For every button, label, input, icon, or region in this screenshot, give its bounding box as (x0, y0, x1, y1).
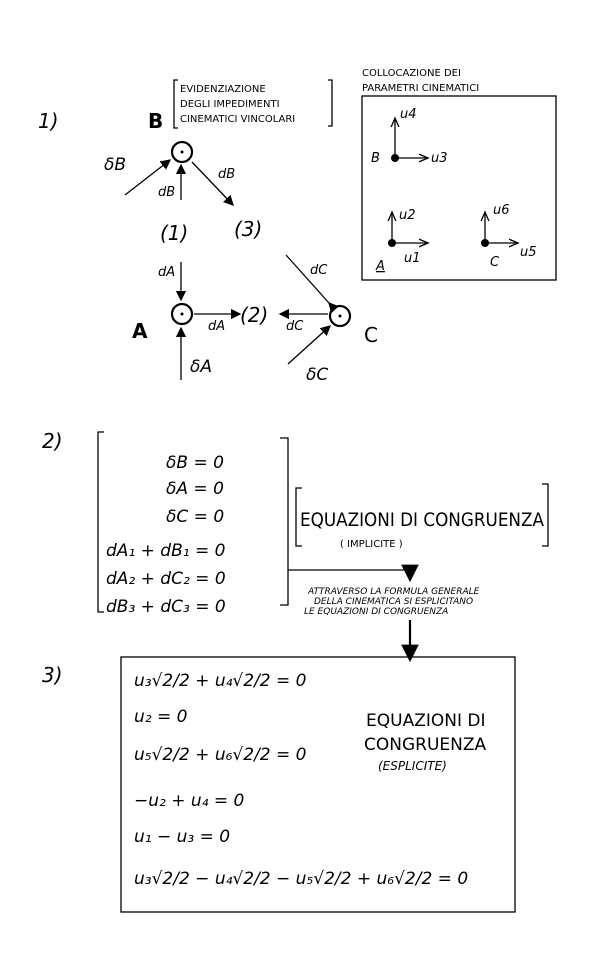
explicit-equation: −u₂ + u₄ = 0 (134, 791, 244, 811)
u5-label: u5 (520, 245, 537, 260)
implicit-equation: δA = 0 (166, 479, 224, 499)
explicit-equation: u₅√2/2 + u₆√2/2 = 0 (134, 745, 306, 765)
note-line: CINEMATICI VINCOLARI (180, 114, 295, 125)
implicit-equation: dB₃ + dC₃ = 0 (106, 597, 226, 617)
member-1-label: (1) (160, 221, 188, 245)
node-label-b: B (148, 109, 163, 133)
equation-brackets (97, 431, 289, 613)
param-a-label: A (375, 259, 385, 274)
explicit-equation: u₁ − u₃ = 0 (134, 827, 230, 847)
dc2-label: dC (286, 319, 304, 334)
note-line: LE EQUAZIONI DI CONGRUENZA (304, 607, 448, 617)
note-line: ATTRAVERSO LA FORMULA GENERALE (307, 587, 480, 597)
node-c (328, 304, 352, 328)
node-b (170, 140, 194, 164)
implicit-equation: δC = 0 (166, 507, 224, 527)
section-1-number: 1) (38, 109, 59, 133)
implicit-equation: dA₁ + dB₁ = 0 (106, 541, 225, 561)
u4-label: u4 (400, 107, 417, 122)
u2-label: u2 (399, 208, 416, 223)
explicit-equation: u₃√2/2 − u₄√2/2 − u₅√2/2 + u₆√2/2 = 0 (134, 869, 468, 889)
delta-b-arrow (124, 159, 172, 196)
u1-label: u1 (404, 251, 421, 266)
note-line: DEGLI IMPEDIMENTI (180, 99, 280, 110)
delta-c-label: δC (306, 365, 328, 385)
explicit-equation: u₃√2/2 + u₄√2/2 = 0 (134, 671, 306, 691)
dc3-arrow (285, 254, 339, 314)
db1-label: dB (158, 185, 175, 200)
db3-label: dB (218, 167, 235, 182)
panel-title-line: COLLOCAZIONE DEI (362, 68, 461, 79)
constraint-note: EVIDENZIAZIONE DEGLI IMPEDIMENTI CINEMAT… (173, 79, 333, 129)
kinematic-parameters-panel: COLLOCAZIONE DEI PARAMETRI CINEMATICI u4… (361, 68, 557, 281)
section-3-number: 3) (42, 663, 63, 687)
explicit-equation: u₂ = 0 (134, 707, 187, 727)
member-3-label: (3) (234, 217, 262, 241)
member-2-label: (2) (240, 303, 268, 327)
delta-b-label: δB (104, 155, 126, 175)
u3-label: u3 (431, 151, 448, 166)
node-label-c: C (364, 323, 378, 347)
implicit-subtitle: ( IMPLICITE ) (340, 539, 403, 550)
implicit-title: EQUAZIONI DI CONGRUENZA (300, 509, 544, 531)
param-b-label: B (371, 151, 380, 166)
delta-a-label: δA (190, 357, 212, 377)
u6-label: u6 (493, 203, 510, 218)
explicit-subtitle: (ESPLICITE) (378, 759, 447, 773)
panel-title-line: PARAMETRI CINEMATICI (362, 83, 479, 94)
param-c-label: C (490, 255, 500, 270)
note-line: DELLA CINEMATICA SI ESPLICITANO (314, 597, 473, 607)
dc3-label: dC (310, 263, 328, 278)
implicit-equation: dA₂ + dC₂ = 0 (106, 569, 226, 589)
implicit-equation: δB = 0 (166, 453, 224, 473)
node-a (170, 302, 194, 326)
node-label-a: A (132, 319, 148, 343)
explicit-equations-box (120, 656, 516, 913)
da2-label: dA (208, 319, 225, 334)
db3-arrow (191, 161, 234, 206)
note-line: EVIDENZIAZIONE (180, 84, 266, 95)
section-2-number: 2) (42, 429, 63, 453)
delta-c-arrow (287, 325, 331, 365)
explicit-title-line: EQUAZIONI DI (366, 711, 485, 731)
da1-label: dA (158, 265, 175, 280)
explicit-title-line: CONGRUENZA (364, 735, 487, 755)
